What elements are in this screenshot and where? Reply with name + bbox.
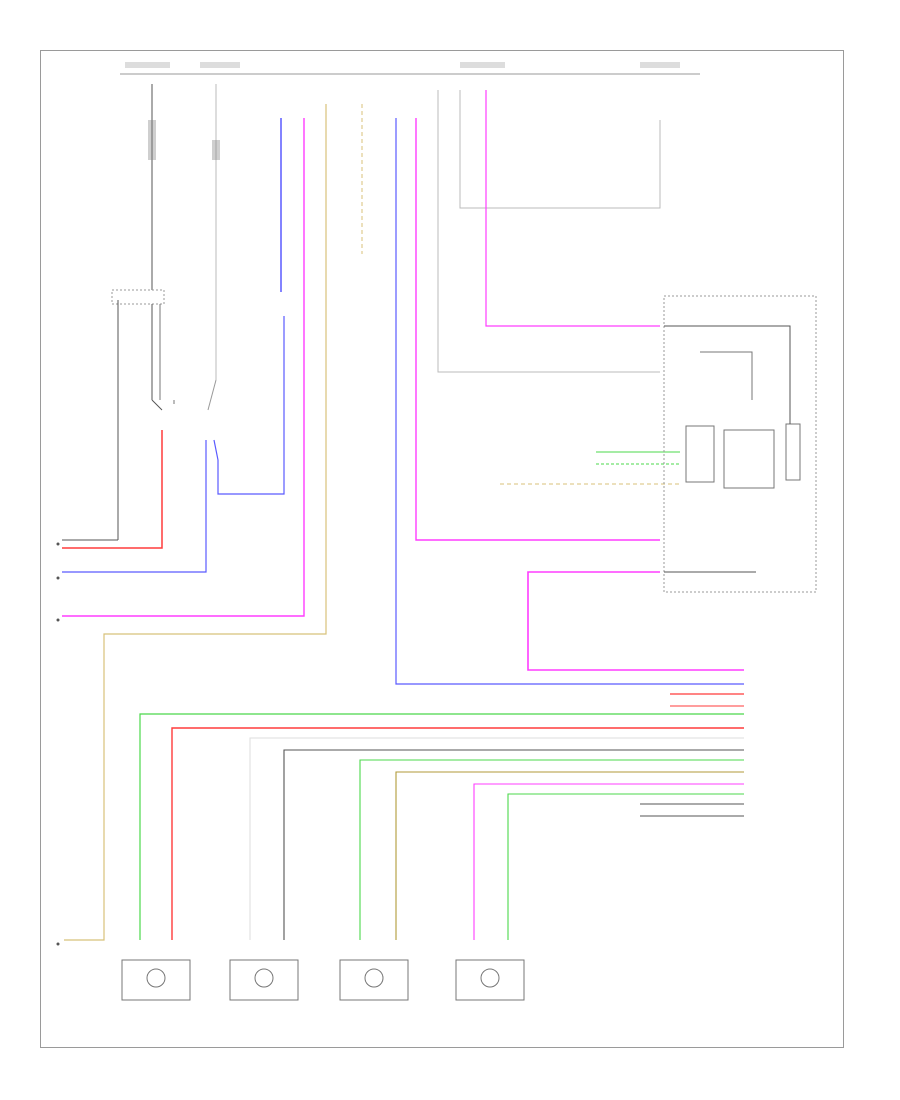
wire-blue-left [62, 440, 207, 573]
left-edge-connectors [56, 542, 60, 946]
brake-actuator-pins [670, 693, 744, 707]
connector-b [212, 140, 220, 160]
wire-gray-mid [437, 90, 660, 373]
wire-lightgray-fl [249, 737, 744, 940]
wire-green-fr [139, 713, 744, 940]
sensor-front-right [121, 959, 191, 1001]
sensor-rear-right [339, 959, 409, 1001]
switch-box-dashed [111, 289, 165, 305]
wire-pink-actuator [527, 571, 744, 671]
diagram-frame [40, 50, 844, 1048]
ground-label [348, 255, 378, 281]
wire-gray-fl [283, 749, 744, 940]
switch-contact-a [151, 399, 163, 411]
wire-red-fr [171, 727, 744, 940]
sensor-front-left [229, 959, 299, 1001]
wire-red-left [62, 430, 163, 549]
wire-blue-right [395, 118, 744, 685]
wire-tan-left [64, 104, 327, 941]
wire-olive-rr [395, 771, 744, 940]
wire-pink-rl [473, 783, 744, 940]
wire-gray-mid2 [459, 90, 661, 209]
connector-a [148, 120, 156, 160]
sensor-rear-left [455, 959, 525, 1001]
wire-pink-left [62, 118, 305, 617]
meter-power-line [664, 325, 791, 424]
meter-internal-line [700, 351, 753, 400]
fuse-labels [125, 62, 680, 68]
wire-green-rl [507, 793, 744, 940]
wire-green-rr [359, 759, 744, 940]
wire-pink-fuse [485, 90, 660, 327]
switch-contact-b [207, 379, 217, 411]
meter-display [785, 423, 801, 481]
combination-meter-box [663, 295, 817, 593]
wire-pink-meter [415, 118, 660, 541]
wire-blue-loop [213, 316, 285, 495]
meter-ecu [723, 429, 775, 489]
meter-ic [685, 425, 715, 483]
